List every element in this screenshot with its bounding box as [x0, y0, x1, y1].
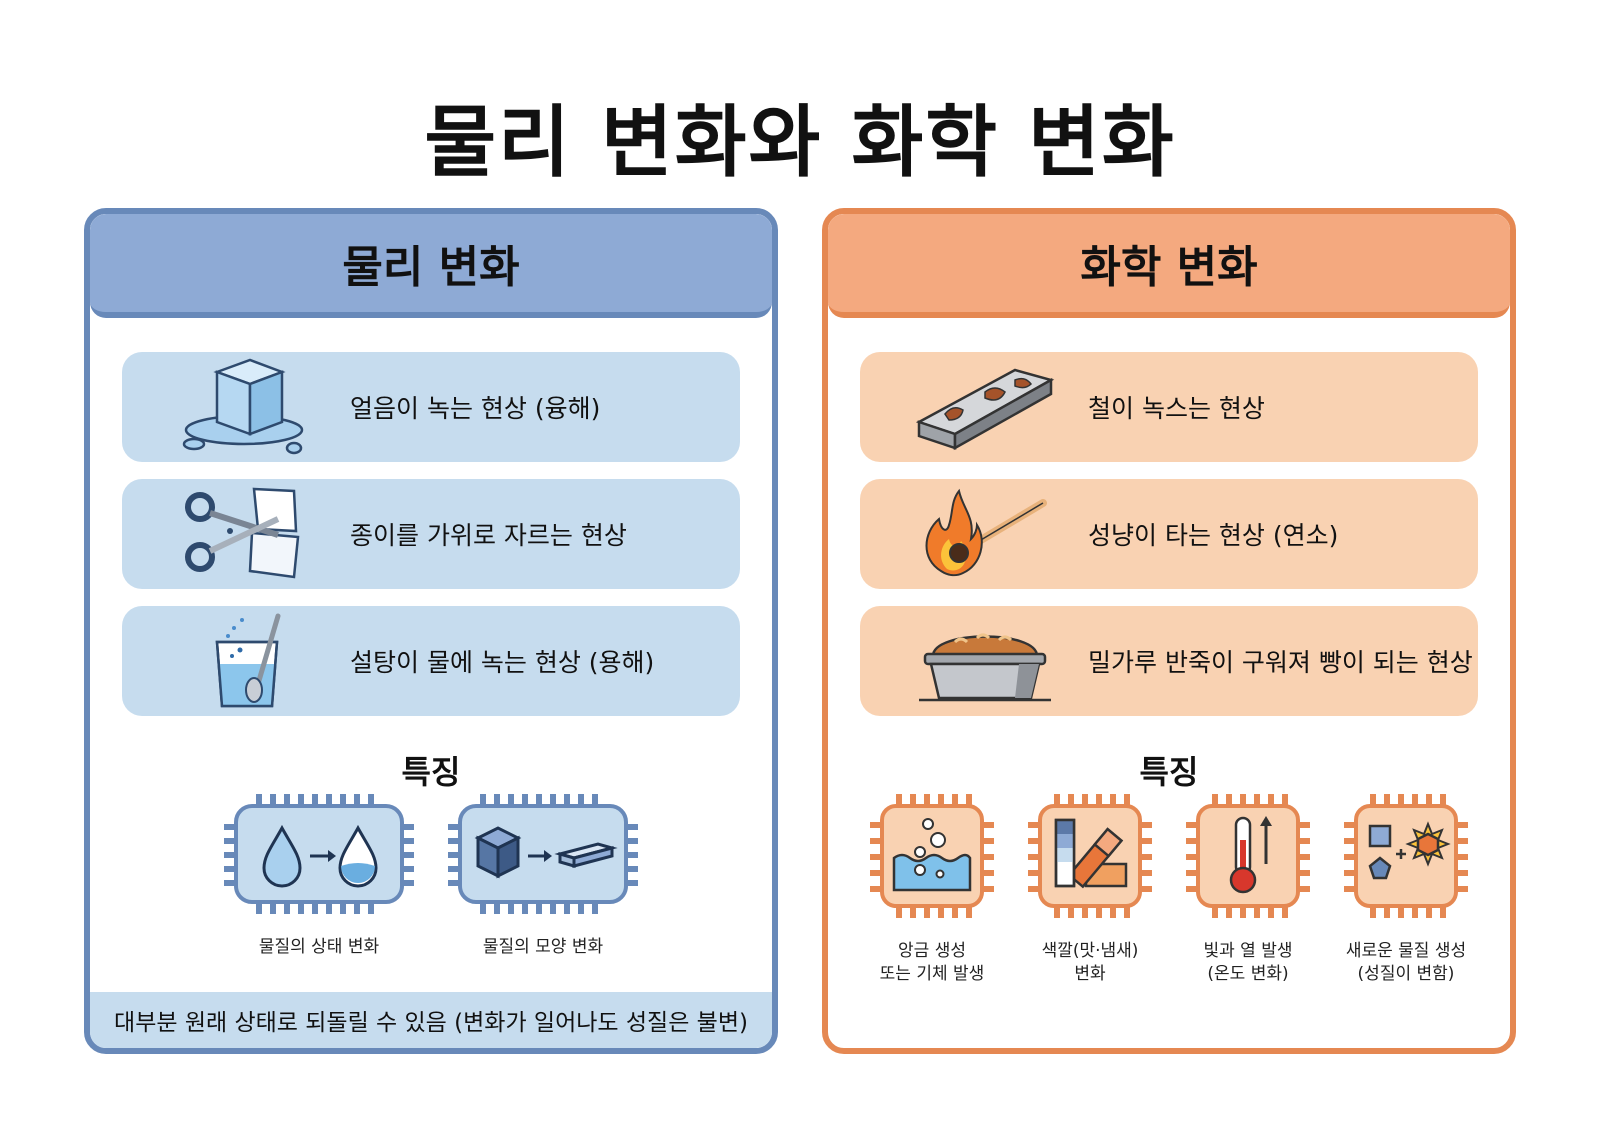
example-label: 설탕이 물에 녹는 현상 (용해)	[350, 648, 655, 677]
chemical-change-panel: 화학 변화 철이 녹스는 현상	[822, 208, 1516, 1054]
feature-new-substance: 새로운 물질 생성 (성질이 변함)	[1344, 794, 1468, 986]
page-title: 물리 변화와 화학 변화	[424, 98, 1176, 188]
example-label: 밀가루 반죽이 구워져 빵이 되는 현상	[1088, 648, 1473, 677]
example-match-burning: 성냥이 타는 현상 (연소)	[860, 479, 1478, 589]
chemical-features: 앙금 생성 또는 기체 발생	[846, 794, 1492, 986]
example-label: 철이 녹스는 현상	[1088, 394, 1265, 423]
bubbles-icon	[870, 794, 994, 922]
burning-match-icon	[915, 479, 1055, 589]
example-label: 얼음이 녹는 현상 (융해)	[350, 394, 601, 423]
example-bread-baking: 밀가루 반죽이 구워져 빵이 되는 현상	[860, 606, 1478, 716]
physical-change-header: 물리 변화	[90, 214, 772, 318]
physical-features-title: 특징	[401, 753, 461, 791]
feature-color-change: 색깔(맛·냄새) 변화	[1028, 794, 1152, 986]
rusty-iron-icon	[915, 352, 1055, 462]
chemical-change-header: 화학 변화	[828, 214, 1510, 318]
example-label: 종이를 가위로 자르는 현상	[350, 521, 627, 550]
feature-shape-change: 물질의 모양 변화	[448, 794, 638, 959]
thermometer-icon	[1186, 794, 1310, 922]
new-substance-icon	[1344, 794, 1468, 922]
ice-cube-icon	[177, 352, 317, 462]
example-iron-rusting: 철이 녹스는 현상	[860, 352, 1478, 462]
physical-note: 대부분 원래 상태로 되돌릴 수 있음 (변화가 일어나도 성질은 불변)	[90, 992, 772, 1048]
sugar-water-icon	[177, 606, 317, 716]
physical-change-panel: 물리 변화 얼음이 녹는 현상 (융해)	[84, 208, 778, 1054]
chemical-features-title: 특징	[1139, 753, 1199, 791]
feature-label: 색깔(맛·냄새) 변화	[1041, 941, 1139, 984]
chemical-examples-list: 철이 녹스는 현상 성냥이 타는 현상 (연소)	[860, 352, 1478, 733]
feature-label: 빛과 열 발생 (온도 변화)	[1203, 941, 1293, 984]
example-paper-cutting: 종이를 가위로 자르는 현상	[122, 479, 740, 589]
feature-label: 앙금 생성 또는 기체 발생	[879, 941, 985, 984]
feature-label: 물질의 상태 변화	[258, 937, 380, 957]
example-label: 성냥이 타는 현상 (연소)	[1088, 521, 1339, 550]
physical-examples-list: 얼음이 녹는 현상 (융해) 종이를 가위로 자르는 현상	[122, 352, 740, 733]
bread-loaf-icon	[915, 606, 1055, 716]
example-ice-melting: 얼음이 녹는 현상 (융해)	[122, 352, 740, 462]
feature-light-heat: 빛과 열 발생 (온도 변화)	[1186, 794, 1310, 986]
example-sugar-dissolving: 설탕이 물에 녹는 현상 (용해)	[122, 606, 740, 716]
color-swatch-icon	[1028, 794, 1152, 922]
feature-state-change: 물질의 상태 변화	[224, 794, 414, 959]
feature-precipitate-gas: 앙금 생성 또는 기체 발생	[870, 794, 994, 986]
scissors-paper-icon	[177, 479, 317, 589]
feature-label: 물질의 모양 변화	[482, 937, 604, 957]
shape-change-icon	[448, 794, 638, 918]
physical-features: 물질의 상태 변화	[90, 794, 772, 959]
water-drop-change-icon	[224, 794, 414, 918]
feature-label: 새로운 물질 생성 (성질이 변함)	[1345, 941, 1467, 984]
